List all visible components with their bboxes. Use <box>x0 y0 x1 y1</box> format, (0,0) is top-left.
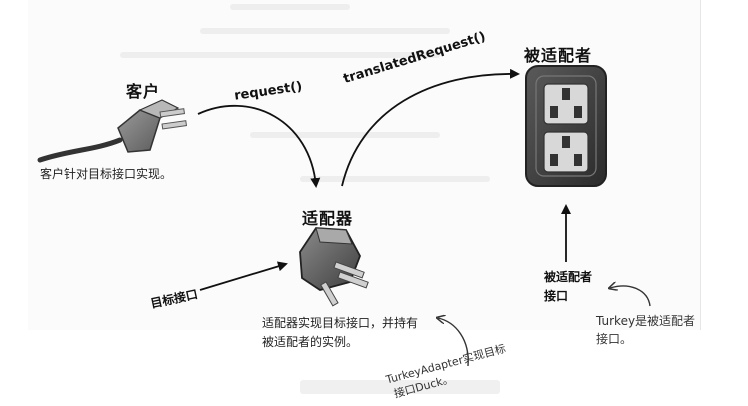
translated-request-arrow <box>341 68 520 187</box>
adaptee-socket-icon <box>525 65 607 187</box>
faint-scan-line <box>230 4 350 10</box>
adapter-title: 适配器 <box>302 209 354 228</box>
adaptee-label-line1: 被适配者 <box>544 270 593 284</box>
adaptee-note-line2: 接口。 <box>596 332 633 346</box>
request-arrow <box>197 104 321 188</box>
adapter-description-line1: 适配器实现目标接口，并持有 <box>262 316 419 330</box>
faint-scan-line <box>250 132 440 138</box>
target-interface-arrow <box>199 261 288 291</box>
client-plug-icon <box>37 99 188 163</box>
faint-scan-line <box>200 28 450 34</box>
adapter-description-line2: 被适配者的实例。 <box>262 335 359 349</box>
adaptee-note-arrow <box>610 286 651 307</box>
adaptee-label-line2: 接口 <box>544 289 569 303</box>
faint-scan-line <box>300 380 500 394</box>
adaptee-note-line1: Turkey是被适配者 <box>596 314 696 328</box>
faint-scan-line <box>120 52 440 58</box>
adapter-note-arrow <box>438 318 469 367</box>
adaptee-title: 被适配者 <box>524 46 593 65</box>
faint-scan-line <box>300 176 490 182</box>
client-title: 客户 <box>126 82 161 101</box>
adapter-plug-icon <box>299 227 369 307</box>
client-description: 客户针对目标接口实现。 <box>40 167 173 181</box>
